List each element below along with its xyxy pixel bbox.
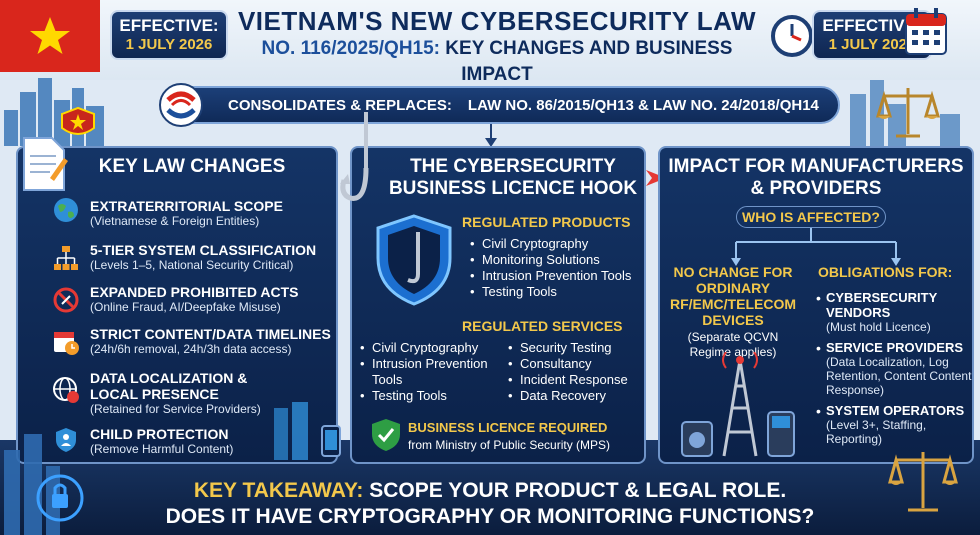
arrow-down-icon [485, 124, 497, 147]
hook-icon [340, 112, 369, 201]
child-shield-icon [56, 428, 76, 452]
devices-icon [274, 402, 341, 460]
effective-label: EFFECTIVE: [822, 16, 922, 35]
tower-icon [681, 352, 795, 457]
effective-date-left: EFFECTIVE: 1 JULY 2026 [110, 10, 228, 60]
list-item: Civil Cryptography [470, 236, 631, 252]
list-item: STRICT CONTENT/DATA TIMELINES (24h/6h re… [90, 326, 331, 356]
regulated-products-title: REGULATED PRODUCTS [462, 214, 631, 230]
list-item: CHILD PROTECTION (Remove Harmful Content… [90, 426, 234, 456]
list-item: EXPANDED PROHIBITED ACTS (Online Fraud, … [90, 284, 299, 314]
effective-label: EFFECTIVE: [119, 16, 219, 35]
effective-date: 1 JULY 2026 [828, 36, 916, 53]
no-change-box: NO CHANGE FOR ORDINARY RF/EMC/TELECOM DE… [670, 264, 796, 359]
list-item: 5-TIER SYSTEM CLASSIFICATION (Levels 1–5… [90, 242, 317, 272]
list-item: Data Recovery [508, 388, 628, 404]
list-item: DATA LOCALIZATION & LOCAL PRESENCE (Reta… [90, 370, 261, 416]
hierarchy-icon [54, 246, 78, 270]
calendar-icon [905, 8, 947, 55]
globe-lock-icon [53, 377, 79, 403]
consolidates-value: LAW NO. 86/2015/QH13 & LAW NO. 24/2018/Q… [467, 96, 819, 114]
list-item: Consultancy [508, 356, 628, 372]
obligations-title: OBLIGATIONS FOR: [818, 264, 953, 280]
city-skyline-icon [850, 80, 960, 146]
city-lock-icon [4, 434, 84, 535]
list-item: Monitoring Solutions [470, 252, 631, 268]
consolidates-bar: CONSOLIDATES & REPLACES: LAW NO. 86/2015… [170, 86, 840, 124]
panel-title: IMPACT FOR MANUFACTURERS & PROVIDERS [668, 156, 964, 199]
regulated-services-list: Civil Cryptography Intrusion Prevention … [360, 340, 500, 404]
calendar-clock-icon [54, 332, 79, 355]
list-item: SERVICE PROVIDERS (Data Localization, Lo… [812, 340, 974, 397]
takeaway-line-2: DOES IT HAVE CRYPTOGRAPHY OR MONITORING … [165, 505, 815, 528]
check-shield-icon [372, 419, 400, 451]
title-subtitle: KEY CHANGES AND BUSINESS IMPACT [440, 38, 733, 85]
list-item: CYBERSECURITY VENDORS (Must hold Licence… [812, 290, 974, 334]
licence-hook-panel: THE CYBERSECURITY BUSINESS LICENCE HOOK [350, 146, 646, 464]
panel-title: KEY LAW CHANGES [98, 156, 286, 177]
list-item: Testing Tools [360, 388, 500, 404]
list-item: EXTRATERRITORIAL SCOPE (Vietnamese & For… [90, 198, 283, 228]
prohibited-icon [53, 287, 79, 313]
consolidates-label: CONSOLIDATES & REPLACES: [228, 96, 452, 114]
law-logo-icon [159, 83, 203, 127]
obligations-box: OBLIGATIONS FOR: CYBERSECURITY VENDORS (… [812, 264, 974, 452]
clock-icon [771, 15, 813, 57]
scale-icon [888, 452, 958, 512]
scale-icon [876, 88, 940, 138]
licence-required: BUSINESS LICENCE REQUIRED from Ministry … [408, 420, 611, 452]
takeaway-line-1: SCOPE YOUR PRODUCT & LEGAL ROLE. [363, 479, 787, 502]
shield-lock-icon [376, 214, 452, 306]
key-takeaway: KEY TAKEAWAY: SCOPE YOUR PRODUCT & LEGAL… [96, 478, 884, 530]
branch-connector [731, 228, 901, 266]
takeaway-key: KEY TAKEAWAY: [193, 479, 364, 502]
list-item: Incident Response [508, 372, 628, 388]
list-item: SYSTEM OPERATORS (Level 3+, Staffing, Re… [812, 403, 974, 446]
arrow-right-icon [646, 170, 666, 186]
list-item: Intrusion Prevention Tools [360, 356, 500, 388]
document-icon [23, 137, 68, 191]
flag-star-icon [30, 17, 70, 54]
regulated-services-title: REGULATED SERVICES [462, 318, 623, 334]
who-is-affected: WHO IS AFFECTED? [736, 206, 886, 228]
page-title: VIETNAM'S NEW CYBERSECURITY LAW NO. 116/… [232, 6, 762, 88]
law-number: NO. 116/2025/QH15: [261, 38, 441, 59]
effective-date: 1 JULY 2026 [125, 36, 213, 53]
title-line-2: NO. 116/2025/QH15: KEY CHANGES AND BUSIN… [232, 36, 762, 88]
title-line-1: VIETNAM'S NEW CYBERSECURITY LAW [237, 6, 757, 36]
list-item: Testing Tools [470, 284, 631, 300]
vietnam-flag [0, 0, 100, 72]
panel-title: THE CYBERSECURITY BUSINESS LICENCE HOOK [388, 156, 638, 199]
list-item: Security Testing [508, 340, 628, 356]
regulated-services-list: Security Testing Consultancy Incident Re… [508, 340, 628, 404]
list-item: Civil Cryptography [360, 340, 500, 356]
list-item: Intrusion Prevention Tools [470, 268, 631, 284]
regulated-products-list: Civil Cryptography Monitoring Solutions … [470, 236, 631, 300]
city-skyline-icon [4, 78, 104, 146]
globe-icon [54, 198, 78, 222]
